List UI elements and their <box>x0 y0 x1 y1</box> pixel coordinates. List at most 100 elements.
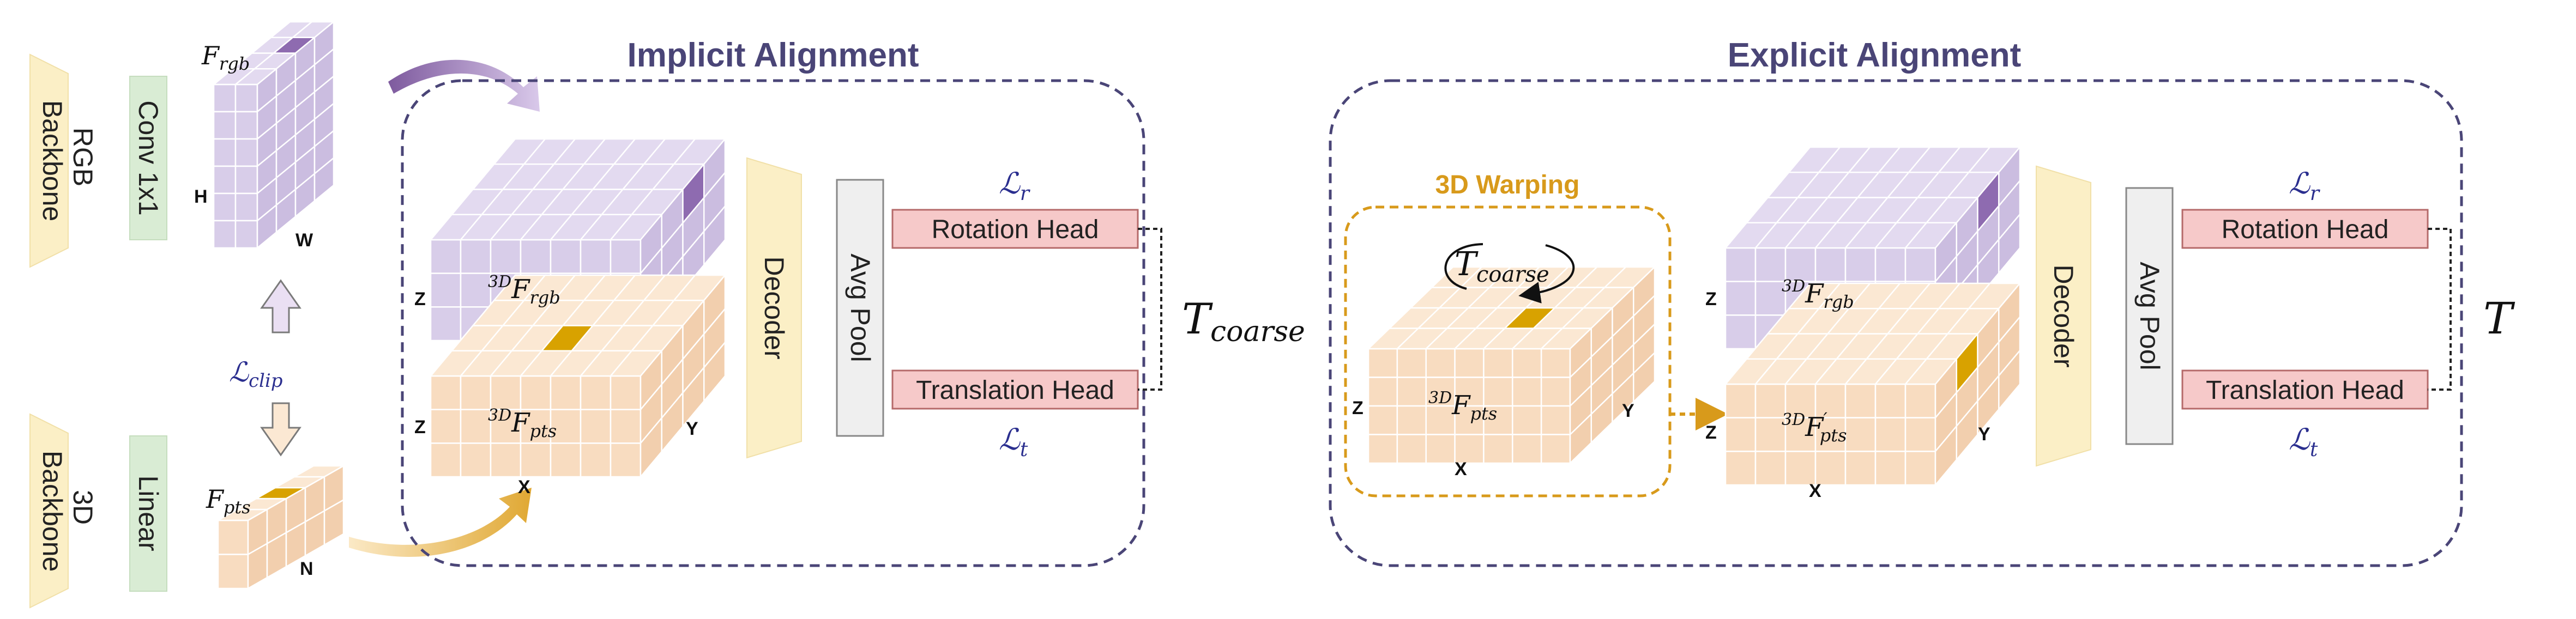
voxel-front-cell <box>1540 348 1571 378</box>
voxel-front-cell <box>460 375 492 410</box>
rgb-to-implicit-arrow <box>388 59 540 112</box>
axis-x-label-warping: X <box>1455 459 1467 480</box>
voxel-front-cell <box>1874 383 1907 418</box>
voxel-front-cell <box>217 519 249 555</box>
voxel-front-cell <box>490 375 522 410</box>
t-final-output-label: T <box>2483 293 2515 344</box>
voxel-front-cell <box>213 220 237 249</box>
voxel-front-cell <box>550 239 582 274</box>
voxel-front-cell <box>1540 405 1571 435</box>
3d-f-pts-prime-label-explicit: 3DF′pts <box>1782 409 1847 446</box>
pts-backbone-block: 3D Backbone <box>29 413 98 609</box>
pts-backbone-label-line1: 3D <box>68 490 98 525</box>
conv1x1-block: Conv 1x1 <box>129 76 167 240</box>
axis-z-label-implicit-pts: Z <box>414 417 426 438</box>
rotation-loss-label-explicit: ℒr <box>2289 166 2320 205</box>
voxel-front-cell <box>1754 451 1787 486</box>
voxel-front-cell <box>1724 383 1757 418</box>
voxel-front-cell <box>1425 405 1456 435</box>
voxel-front-cell <box>217 554 249 590</box>
voxel-front-cell <box>580 442 612 478</box>
voxel-front-cell <box>1844 247 1877 282</box>
voxel-front-cell <box>550 442 582 478</box>
voxel-front-cell <box>460 409 492 444</box>
voxel-front-cell <box>1512 377 1542 407</box>
translation-head-label-explicit: Translation Head <box>2206 376 2404 405</box>
translation-loss-label-explicit: ℒt <box>2289 422 2318 461</box>
voxel-front-cell <box>1904 247 1936 282</box>
rgb-backbone-label-line1: RGB <box>68 128 98 186</box>
t-coarse-warp-label: Tcoarse <box>1455 245 1549 287</box>
implicit-alignment-title: Implicit Alignment <box>627 37 919 74</box>
axis-y-label-explicit: Y <box>1978 424 1990 445</box>
voxel-front-cell <box>1904 383 1936 418</box>
voxel-front-cell <box>1724 281 1757 316</box>
voxel-front-cell <box>1540 377 1571 407</box>
voxel-front-cell <box>213 111 237 140</box>
voxel-front-cell <box>234 111 258 140</box>
conv1x1-label: Conv 1x1 <box>133 100 164 215</box>
voxel-front-cell <box>1904 451 1936 486</box>
decoder-label-implicit: Decoder <box>759 257 789 360</box>
axis-x-label-explicit: X <box>1809 481 1821 501</box>
axis-h-label: H <box>194 186 208 207</box>
implicit-heads-bracket <box>1138 228 1162 391</box>
voxel-front-cell <box>1814 451 1847 486</box>
voxel-front-cell <box>430 239 462 274</box>
3d-f-pts-label-implicit: 3DFpts <box>488 406 557 441</box>
voxel-front-cell <box>1425 434 1456 464</box>
voxel-front-cell <box>520 442 552 478</box>
3d-f-pts-label-warping: 3DFpts <box>1428 389 1497 424</box>
svg-text:RGB Backbone: RGB Backbone <box>37 100 98 221</box>
rotation-head-implicit: Rotation Head <box>891 209 1139 249</box>
decoder-block-implicit: Decoder <box>746 157 802 459</box>
voxel-front-cell <box>1754 281 1787 316</box>
voxel-front-cell <box>460 239 492 274</box>
voxel-front-cell <box>213 83 237 113</box>
explicit-alignment-title: Explicit Alignment <box>1728 37 2022 74</box>
voxel-front-cell <box>1512 348 1542 378</box>
rotation-head-label-implicit: Rotation Head <box>932 215 1099 244</box>
voxel-front-cell <box>1396 434 1427 464</box>
rotation-head-label-explicit: Rotation Head <box>2222 215 2389 244</box>
voxel-front-cell <box>1754 383 1787 418</box>
voxel-front-cell <box>1396 405 1427 435</box>
voxel-side-cell <box>313 156 335 203</box>
clip-loss-label: ℒclip <box>229 356 283 392</box>
voxel-front-cell <box>234 138 258 167</box>
pts-backbone-label-line2: Backbone <box>37 451 68 572</box>
translation-head-implicit: Translation Head <box>891 369 1139 410</box>
voxel-front-cell <box>610 442 642 478</box>
voxel-side-cell <box>703 204 726 267</box>
voxel-front-cell <box>1540 434 1571 464</box>
3d-f-rgb-label-implicit: 3DFrgb <box>488 272 560 308</box>
voxel-front-cell <box>213 138 237 167</box>
voxel-front-cell <box>490 442 522 478</box>
voxel-front-cell <box>1367 348 1398 378</box>
3d-f-pts-volume-warping <box>1366 265 1657 465</box>
voxel-front-cell <box>234 165 258 195</box>
explicit-alignment-frame <box>1329 79 2463 567</box>
voxel-front-cell <box>1724 314 1757 350</box>
voxel-front-cell <box>1724 417 1757 452</box>
voxel-front-cell <box>430 272 462 308</box>
axis-y-label-warping: Y <box>1622 400 1634 421</box>
voxel-front-cell <box>1483 377 1513 407</box>
voxel-front-cell <box>430 375 462 410</box>
3d-f-pts-prime-volume-explicit <box>1724 281 2022 487</box>
avgpool-block-explicit: Avg Pool <box>2125 187 2174 445</box>
avgpool-block-implicit: Avg Pool <box>836 179 884 437</box>
f-rgb-label: Frgb <box>201 41 250 74</box>
voxel-front-cell <box>1904 417 1936 452</box>
voxel-front-cell <box>1754 417 1787 452</box>
voxel-front-cell <box>460 272 492 308</box>
voxel-front-cell <box>550 375 582 410</box>
voxel-front-cell <box>234 83 258 113</box>
voxel-front-cell <box>1483 434 1513 464</box>
warping-rotation-arrow <box>1444 243 1575 294</box>
clip-loss-arrows <box>260 279 301 457</box>
avgpool-label-explicit: Avg Pool <box>2134 262 2165 370</box>
rgb-backbone-label-line2: Backbone <box>37 100 68 221</box>
voxel-front-cell <box>610 375 642 410</box>
voxel-front-cell <box>490 239 522 274</box>
